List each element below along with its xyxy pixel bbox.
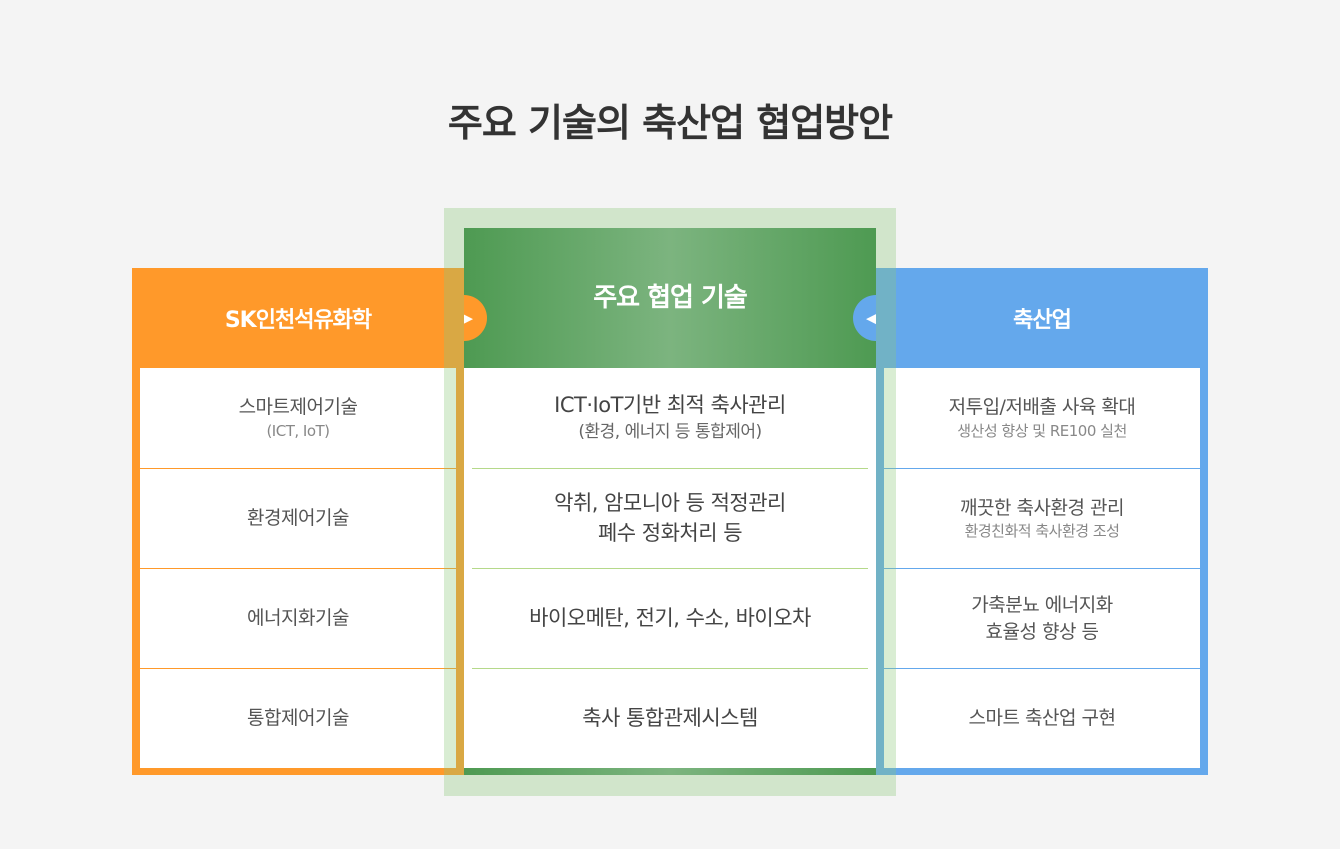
item-main: 환경제어기술	[247, 507, 349, 530]
item-sub: 생산성 향상 및 RE100 실천	[957, 421, 1127, 440]
list-item: 축사 통합관제시스템	[472, 668, 868, 768]
item-main: 스마트 축산업 구현	[968, 707, 1116, 730]
page-title: 주요 기술의 축산업 협업방안	[447, 101, 893, 145]
list-item: 스마트 축산업 구현	[884, 668, 1200, 768]
arrow-right-icon: ▶	[464, 295, 487, 341]
item-sub: (환경, 에너지 등 통합제어)	[578, 421, 762, 442]
item-main: 에너지화기술	[247, 607, 349, 630]
item-main: 바이오메탄, 전기, 수소, 바이오차	[529, 605, 811, 630]
item-main-line2: 폐수 정화처리 등	[597, 520, 743, 545]
list-item: 환경제어기술	[140, 468, 456, 568]
list-item: 에너지화기술	[140, 568, 456, 668]
item-main: 저투입/저배출 사육 확대	[948, 396, 1136, 419]
livestock-header: 축산업	[876, 268, 1208, 368]
item-main: 악취, 암모니아 등 적정관리	[554, 491, 786, 516]
item-main: 축사 통합관제시스템	[582, 705, 758, 730]
list-item: 스마트제어기술 (ICT, IoT)	[140, 368, 456, 468]
item-sub: (ICT, IoT)	[266, 421, 330, 440]
collab-header: 주요 협업 기술	[593, 282, 748, 313]
item-sub: 환경친화적 축사환경 조성	[964, 522, 1120, 541]
collab-column: 주요 협업 기술 ICT·IoT기반 최적 축사관리 (환경, 에너지 등 통합제…	[464, 228, 876, 775]
sk-header: SK인천석유화학	[132, 268, 464, 368]
item-main-line2: 효율성 향상 등	[985, 620, 1099, 643]
list-item: 통합제어기술	[140, 668, 456, 768]
list-item: ICT·IoT기반 최적 축사관리 (환경, 에너지 등 통합제어)	[472, 368, 868, 468]
sk-column: SK인천석유화학 스마트제어기술 (ICT, IoT) 환경제어기술 에너지화기술…	[132, 268, 464, 775]
list-item: 바이오메탄, 전기, 수소, 바이오차	[472, 568, 868, 668]
item-main: ICT·IoT기반 최적 축사관리	[554, 393, 786, 418]
item-main: 가축분뇨 에너지화	[971, 593, 1113, 616]
item-main: 통합제어기술	[247, 707, 349, 730]
arrow-left-icon: ◀	[853, 295, 876, 341]
item-main: 스마트제어기술	[238, 396, 358, 419]
item-main: 깨끗한 축사환경 관리	[960, 496, 1124, 519]
